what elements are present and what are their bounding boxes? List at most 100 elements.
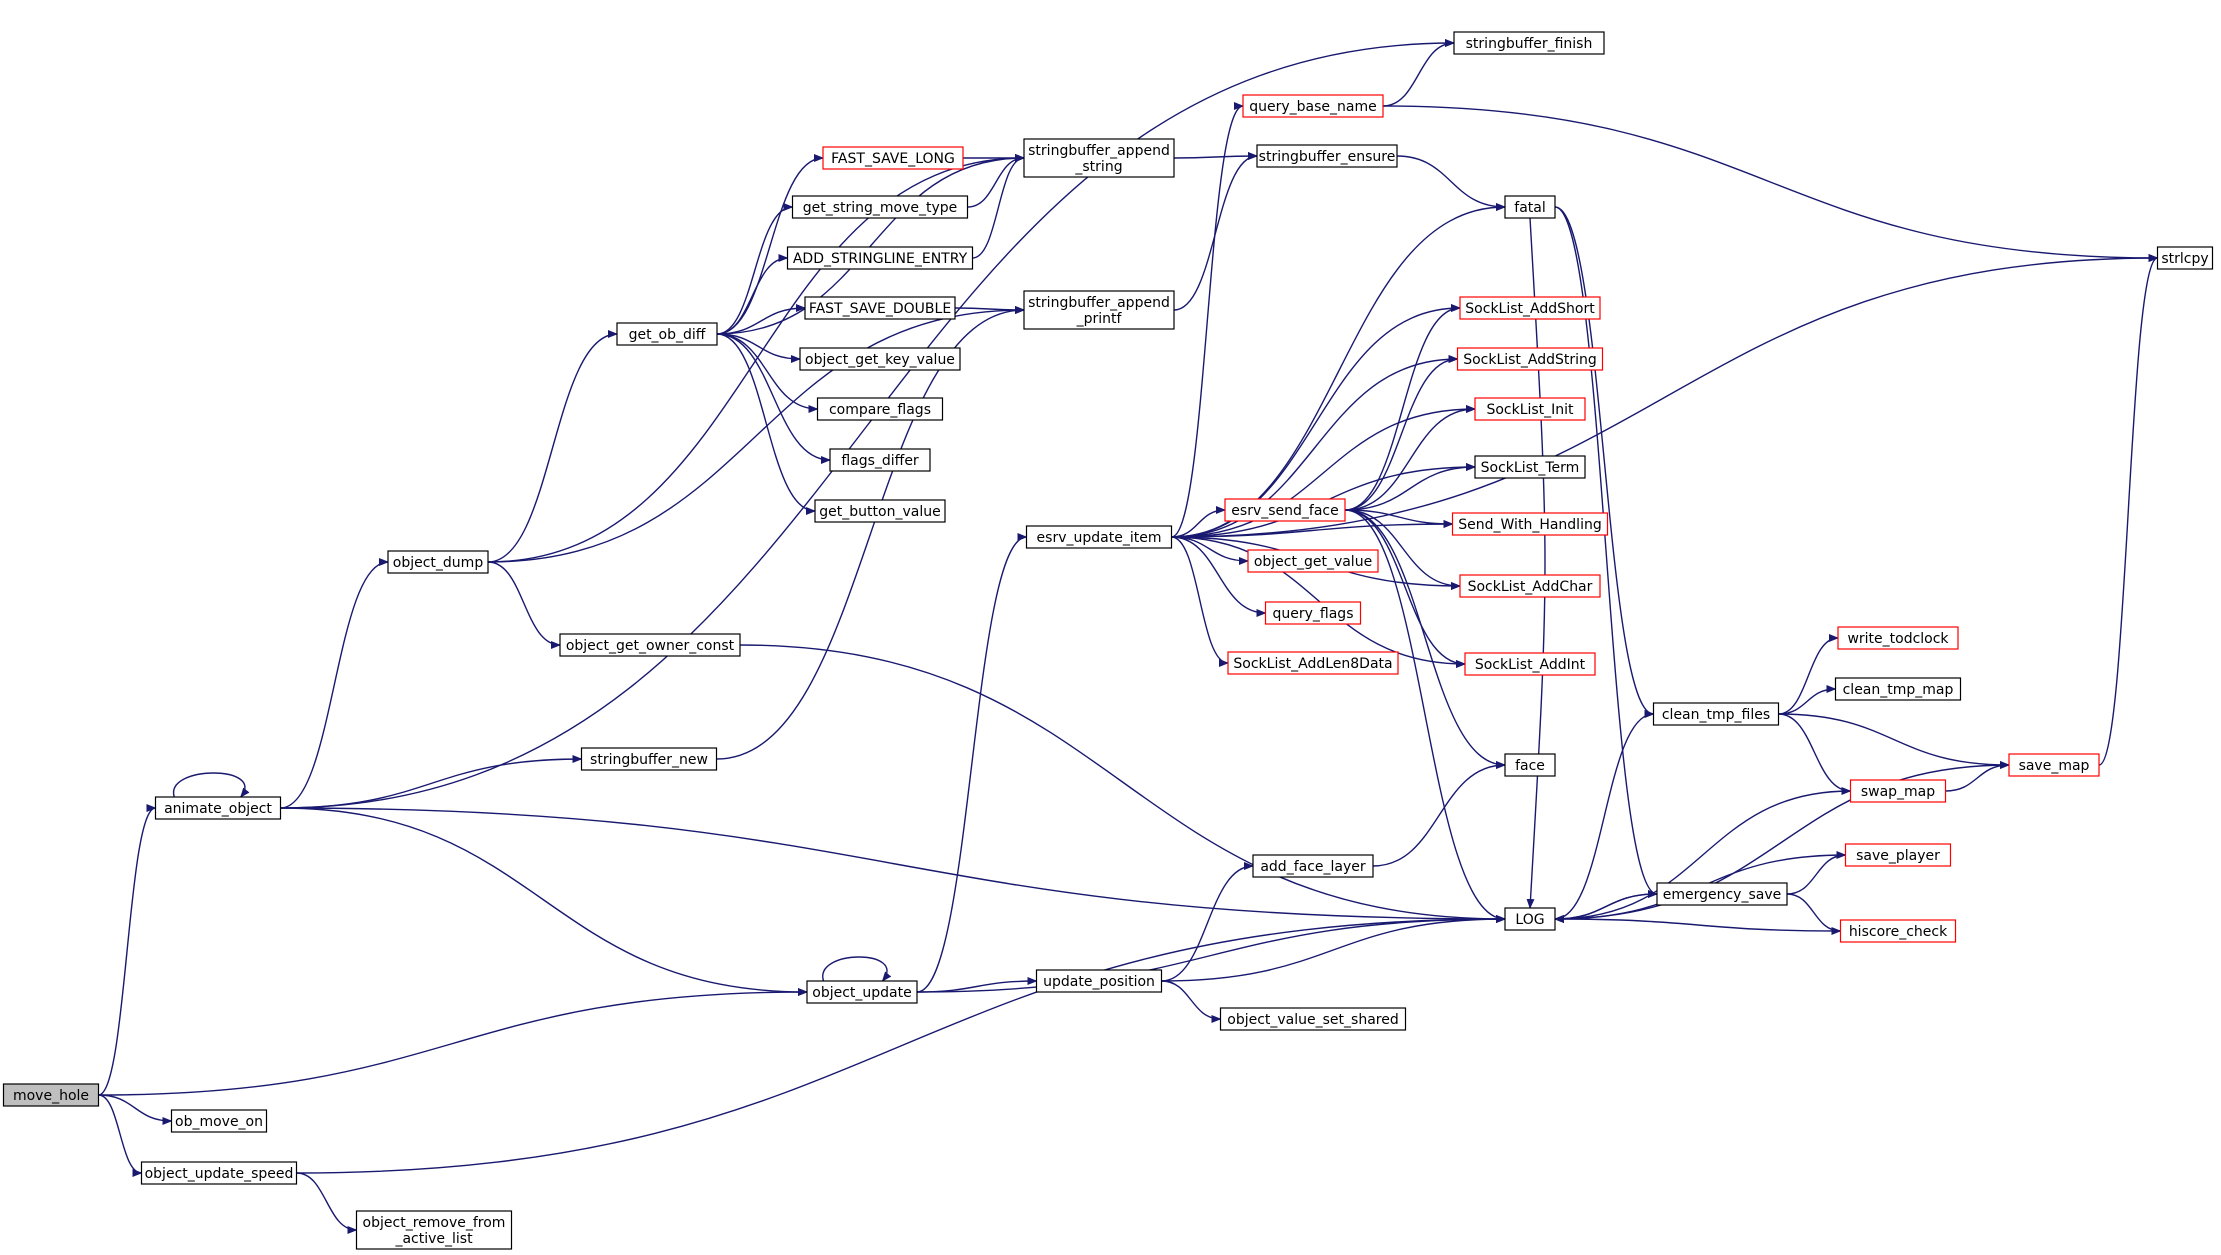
node-save_player[interactable]: save_player [1844, 843, 1952, 867]
node-add_stringline_entry[interactable]: ADD_STRINGLINE_ENTRY [786, 246, 974, 270]
node-box-esrv_send_face[interactable] [1224, 498, 1346, 522]
node-box-object_dump[interactable] [387, 550, 489, 574]
node-animate_object[interactable]: animate_object [154, 796, 282, 820]
node-get_button_value[interactable]: get_button_value [814, 499, 946, 523]
node-clean_tmp_map[interactable]: clean_tmp_map [1834, 677, 1962, 701]
node-box-object_get_owner_const[interactable] [559, 633, 741, 657]
node-box-emergency_save[interactable] [1656, 882, 1788, 906]
node-move_hole[interactable]: move_hole [2, 1083, 100, 1107]
node-sockList_addint[interactable]: SockList_AddInt [1464, 652, 1596, 676]
node-stringbuffer_new[interactable]: stringbuffer_new [580, 747, 718, 771]
node-flags_differ[interactable]: flags_differ [829, 448, 931, 472]
node-box-animate_object[interactable] [154, 796, 282, 820]
node-object_dump[interactable]: object_dump [387, 550, 489, 574]
node-box-object_update[interactable] [806, 980, 918, 1004]
node-stringbuffer_append_printf[interactable]: stringbuffer_append_printf [1023, 290, 1175, 330]
node-box-strlcpy[interactable] [2156, 246, 2214, 270]
node-box-send_with_handling[interactable] [1451, 512, 1609, 536]
node-box-get_ob_diff[interactable] [616, 322, 718, 346]
node-object_get_owner_const[interactable]: object_get_owner_const [559, 633, 741, 657]
node-box-flags_differ[interactable] [829, 448, 931, 472]
node-box-clean_tmp_files[interactable] [1652, 702, 1780, 726]
node-object_get_value[interactable]: object_get_value [1247, 549, 1379, 573]
node-box-move_hole[interactable] [2, 1083, 100, 1107]
node-box-face[interactable] [1504, 753, 1556, 777]
node-box-query_base_name[interactable] [1242, 94, 1384, 118]
node-box-object_update_speed[interactable] [140, 1161, 298, 1185]
node-box-fast_save_long[interactable] [822, 146, 964, 170]
node-box-stringbuffer_append_string[interactable] [1023, 138, 1175, 178]
node-box-swap_map[interactable] [1849, 779, 1947, 803]
node-box-write_todclock[interactable] [1837, 626, 1959, 650]
node-ob_move_on[interactable]: ob_move_on [170, 1109, 268, 1133]
node-update_position[interactable]: update_position [1035, 969, 1163, 993]
node-box-object_get_value[interactable] [1247, 549, 1379, 573]
node-log[interactable]: LOG [1504, 907, 1556, 931]
node-object_update_speed[interactable]: object_update_speed [140, 1161, 298, 1185]
node-stringbuffer_append_string[interactable]: stringbuffer_append_string [1023, 138, 1175, 178]
node-send_with_handling[interactable]: Send_With_Handling [1451, 512, 1609, 536]
node-sockList_addshort[interactable]: SockList_AddShort [1459, 296, 1601, 320]
node-box-sockList_addlen8data[interactable] [1227, 651, 1399, 675]
node-esrv_send_face[interactable]: esrv_send_face [1224, 498, 1346, 522]
node-get_ob_diff[interactable]: get_ob_diff [616, 322, 718, 346]
node-box-object_value_set_shared[interactable] [1219, 1007, 1407, 1031]
node-write_todclock[interactable]: write_todclock [1837, 626, 1959, 650]
node-sockList_addstring[interactable]: SockList_AddString [1456, 347, 1604, 371]
node-sockList_addchar[interactable]: SockList_AddChar [1459, 574, 1601, 598]
node-fast_save_long[interactable]: FAST_SAVE_LONG [822, 146, 964, 170]
node-box-sockList_addstring[interactable] [1456, 347, 1604, 371]
node-box-save_player[interactable] [1844, 843, 1952, 867]
node-box-sockList_addchar[interactable] [1459, 574, 1601, 598]
node-object_get_key_value[interactable]: object_get_key_value [799, 347, 961, 371]
node-swap_map[interactable]: swap_map [1849, 779, 1947, 803]
node-query_flags[interactable]: query_flags [1264, 601, 1362, 625]
node-sockList_init[interactable]: SockList_Init [1474, 397, 1586, 421]
node-clean_tmp_files[interactable]: clean_tmp_files [1652, 702, 1780, 726]
node-box-add_stringline_entry[interactable] [786, 246, 974, 270]
node-box-ob_move_on[interactable] [170, 1109, 268, 1133]
node-stringbuffer_ensure[interactable]: stringbuffer_ensure [1256, 144, 1398, 168]
node-emergency_save[interactable]: emergency_save [1656, 882, 1788, 906]
node-fast_save_double[interactable]: FAST_SAVE_DOUBLE [804, 296, 956, 320]
node-hiscore_check[interactable]: hiscore_check [1839, 919, 1957, 943]
node-sockList_addlen8data[interactable]: SockList_AddLen8Data [1227, 651, 1399, 675]
node-box-get_button_value[interactable] [814, 499, 946, 523]
node-box-query_flags[interactable] [1264, 601, 1362, 625]
node-box-sockList_term[interactable] [1474, 455, 1586, 479]
node-box-add_face_layer[interactable] [1252, 854, 1374, 878]
node-box-stringbuffer_ensure[interactable] [1256, 144, 1398, 168]
node-box-stringbuffer_new[interactable] [580, 747, 718, 771]
node-box-save_map[interactable] [2008, 753, 2100, 777]
node-box-compare_flags[interactable] [816, 397, 944, 421]
node-box-sockList_addint[interactable] [1464, 652, 1596, 676]
node-strlcpy[interactable]: strlcpy [2156, 246, 2214, 270]
node-save_map[interactable]: save_map [2008, 753, 2100, 777]
node-box-sockList_init[interactable] [1474, 397, 1586, 421]
node-box-esrv_update_item[interactable] [1025, 525, 1173, 549]
node-box-object_remove_from_active_list[interactable] [355, 1210, 513, 1250]
node-query_base_name[interactable]: query_base_name [1242, 94, 1384, 118]
node-add_face_layer[interactable]: add_face_layer [1252, 854, 1374, 878]
node-box-sockList_addshort[interactable] [1459, 296, 1601, 320]
node-box-object_get_key_value[interactable] [799, 347, 961, 371]
node-box-hiscore_check[interactable] [1839, 919, 1957, 943]
node-object_remove_from_active_list[interactable]: object_remove_from_active_list [355, 1210, 513, 1250]
node-get_string_move_type[interactable]: get_string_move_type [791, 195, 969, 219]
node-box-stringbuffer_append_printf[interactable] [1023, 290, 1175, 330]
node-compare_flags[interactable]: compare_flags [816, 397, 944, 421]
node-face[interactable]: face [1504, 753, 1556, 777]
node-esrv_update_item[interactable]: esrv_update_item [1025, 525, 1173, 549]
node-object_value_set_shared[interactable]: object_value_set_shared [1219, 1007, 1407, 1031]
node-box-clean_tmp_map[interactable] [1834, 677, 1962, 701]
node-stringbuffer_finish[interactable]: stringbuffer_finish [1453, 31, 1605, 55]
node-box-fatal[interactable] [1504, 195, 1556, 219]
node-object_update[interactable]: object_update [806, 980, 918, 1004]
node-fatal[interactable]: fatal [1504, 195, 1556, 219]
node-box-stringbuffer_finish[interactable] [1453, 31, 1605, 55]
node-box-fast_save_double[interactable] [804, 296, 956, 320]
node-sockList_term[interactable]: SockList_Term [1474, 455, 1586, 479]
node-box-log[interactable] [1504, 907, 1556, 931]
node-box-update_position[interactable] [1035, 969, 1163, 993]
node-box-get_string_move_type[interactable] [791, 195, 969, 219]
